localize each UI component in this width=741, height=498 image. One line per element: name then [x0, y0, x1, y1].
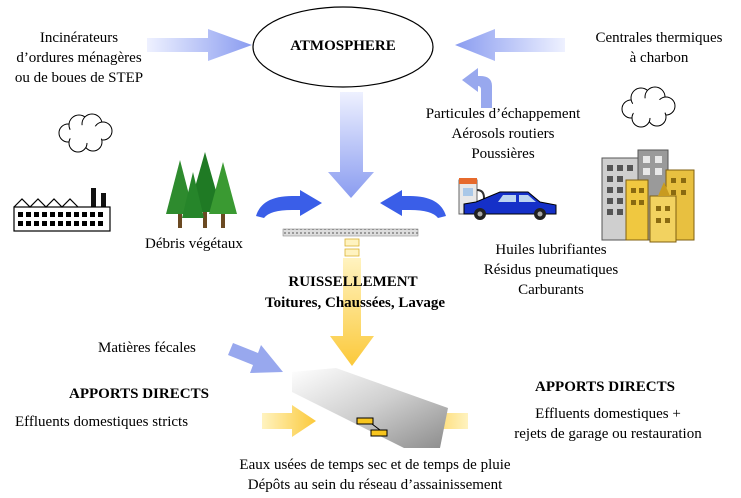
city-smoke-cloud	[621, 86, 676, 128]
direct-right-line-1: Effluents domestiques +	[535, 406, 681, 422]
incinerators-line-1: Incinérateurs	[39, 30, 119, 46]
factory-smoke-cloud	[58, 113, 113, 153]
incinerators-line-2: d’ordures ménagères	[16, 50, 142, 66]
direct-left-text: Effluents domestiques stricts	[15, 414, 189, 430]
arrow-atmosphere-to-road	[328, 92, 374, 198]
sewer-pipe	[292, 368, 448, 448]
direct-right-line-2: rejets de garage ou restauration	[514, 426, 702, 442]
arrow-runoff-to-pipe	[330, 258, 374, 366]
direct-right-title: APPORTS DIRECTS	[535, 379, 675, 395]
power-plants-line-2: à charbon	[629, 50, 689, 66]
car-icon	[463, 191, 557, 220]
pipe-deposit-1	[356, 417, 374, 425]
arrow-curl-left	[256, 190, 322, 218]
runoff-title: RUISSELLEMENT	[288, 274, 418, 290]
drain-mark-top	[344, 238, 360, 247]
arrow-exhaust-to-atmosphere	[462, 68, 492, 108]
atmosphere-label: ATMOSPHERE	[290, 38, 396, 54]
fecal-label: Matières fécales	[98, 340, 196, 356]
power-plants-line-1: Centrales thermiques	[595, 30, 723, 46]
trees-icon	[166, 152, 237, 228]
arrow-powerplants-to-atmosphere	[455, 29, 565, 61]
plant-debris-label: Débris végétaux	[145, 236, 243, 252]
vehicle-fluids-line-1: Huiles lubrifiantes	[495, 242, 607, 258]
atmosphere-ellipse	[252, 6, 434, 88]
bottom-line-2: Dépôts au sein du réseau d’assainissemen…	[247, 477, 503, 493]
direct-right-text: Effluents domestiques + rejets de garage…	[490, 404, 726, 444]
arrow-incinerators-to-atmosphere	[147, 29, 252, 61]
incinerators-line-3: ou de boues de STEP	[14, 70, 144, 86]
road-surface	[282, 228, 419, 237]
arrow-curl-right	[380, 190, 446, 218]
vehicle-fluids-label: Huiles lubrifiantes Résidus pneumatiques…	[476, 240, 626, 300]
arrow-left-direct-to-pipe	[262, 405, 316, 437]
factory-icon	[13, 188, 111, 232]
bottom-line-1: Eaux usées de temps sec et de temps de p…	[239, 457, 511, 473]
incinerators-label: Incinérateurs d’ordures ménagères ou de …	[4, 28, 154, 88]
exhaust-label: Particules d’échappement Aérosols routie…	[408, 104, 598, 164]
runoff-subtitle: Toitures, Chaussées, Lavage	[264, 295, 446, 311]
exhaust-line-2: Aérosols routiers	[451, 126, 555, 142]
bottom-label: Eaux usées de temps sec et de temps de p…	[180, 455, 570, 495]
exhaust-line-1: Particules d’échappement	[425, 106, 581, 122]
drain-mark-mid	[344, 248, 360, 257]
exhaust-line-3: Poussières	[471, 146, 535, 162]
arrow-fecal-to-pipe	[228, 343, 283, 373]
vehicle-fluids-line-2: Résidus pneumatiques	[483, 262, 619, 278]
vehicle-fluids-line-3: Carburants	[518, 282, 584, 298]
city-buildings-icon	[601, 149, 695, 243]
pipe-deposit-2	[370, 429, 388, 437]
power-plants-label: Centrales thermiques à charbon	[584, 28, 734, 68]
direct-left-title: APPORTS DIRECTS	[69, 386, 209, 402]
